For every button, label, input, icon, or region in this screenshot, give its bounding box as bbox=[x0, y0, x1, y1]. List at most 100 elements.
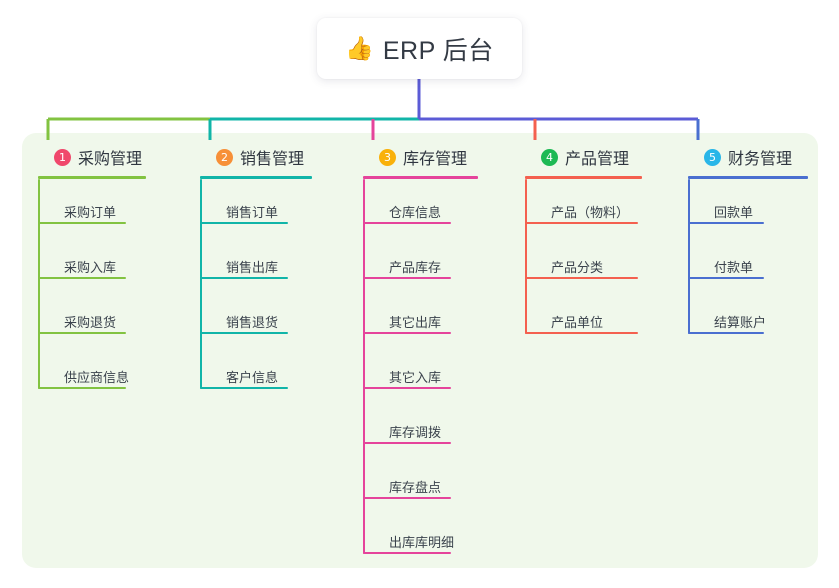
branch-item-label: 采购退货 bbox=[64, 315, 117, 330]
branch-item-underline bbox=[363, 552, 451, 554]
branch-header-underline bbox=[38, 176, 146, 179]
branch-item-underline bbox=[363, 332, 451, 334]
branch-item-label: 产品（物料） bbox=[551, 205, 630, 220]
branch-item-underline bbox=[363, 277, 451, 279]
branch-item[interactable]: 供应商信息 bbox=[38, 352, 129, 389]
branch-item-list: 产品（物料） 产品分类产品单位 bbox=[525, 179, 642, 344]
branch-number-badge: 5 bbox=[704, 148, 721, 166]
branch-title: 销售管理 bbox=[240, 151, 305, 168]
branch-number-badge: 4 bbox=[541, 148, 558, 166]
branch-item[interactable]: 销售出库 bbox=[200, 242, 288, 279]
root-node-content: 👍 ERP 后台 bbox=[345, 31, 494, 67]
branch-spine bbox=[38, 179, 40, 389]
branch-item[interactable]: 其它出库 bbox=[363, 297, 451, 334]
branch-column-1: 1 采购管理采购订单采购入库采购退货供应商信息 bbox=[38, 144, 146, 399]
branch-column-4: 4 产品管理产品（物料） 产品分类产品单位 bbox=[525, 144, 642, 344]
branch-header-1[interactable]: 1 采购管理 bbox=[38, 144, 146, 170]
branch-item-label: 结算账户 bbox=[714, 315, 767, 330]
branch-item[interactable]: 客户信息 bbox=[200, 352, 288, 389]
branch-spine bbox=[688, 179, 690, 334]
branch-number-badge: 3 bbox=[379, 148, 396, 166]
branch-item-underline bbox=[200, 277, 288, 279]
branch-item-underline bbox=[200, 222, 288, 224]
branch-item-underline bbox=[525, 332, 638, 334]
branch-header-underline bbox=[525, 176, 642, 179]
branch-item-label: 其它出库 bbox=[389, 315, 442, 330]
branch-item-underline bbox=[363, 442, 451, 444]
branch-item[interactable]: 其它入库 bbox=[363, 352, 451, 389]
branch-item-label: 供应商信息 bbox=[64, 370, 130, 385]
branch-item-label: 销售出库 bbox=[226, 260, 279, 275]
branch-item-underline bbox=[688, 277, 764, 279]
branch-item[interactable]: 销售退货 bbox=[200, 297, 288, 334]
branch-item[interactable]: 采购订单 bbox=[38, 187, 126, 224]
branch-item-label: 客户信息 bbox=[226, 370, 279, 385]
branch-item-list: 采购订单采购入库采购退货供应商信息 bbox=[38, 179, 146, 399]
branch-item[interactable]: 出库库明细 bbox=[363, 517, 454, 554]
branch-number-badge: 2 bbox=[216, 148, 233, 166]
branch-item[interactable]: 销售订单 bbox=[200, 187, 288, 224]
branch-item-label: 采购订单 bbox=[64, 205, 117, 220]
branch-item-underline bbox=[363, 387, 451, 389]
branch-item-label: 库存调拨 bbox=[389, 425, 442, 440]
branch-item[interactable]: 产品库存 bbox=[363, 242, 451, 279]
branch-column-2: 2 销售管理销售订单销售出库销售退货客户信息 bbox=[200, 144, 312, 399]
branch-header-4[interactable]: 4 产品管理 bbox=[525, 144, 642, 170]
branch-spine bbox=[525, 179, 527, 334]
branch-title: 采购管理 bbox=[78, 151, 143, 168]
branch-item-underline bbox=[688, 332, 764, 334]
branch-item-label: 产品库存 bbox=[389, 260, 442, 275]
branch-item[interactable]: 采购入库 bbox=[38, 242, 126, 279]
branch-item[interactable]: 产品单位 bbox=[525, 297, 638, 334]
branch-item-list: 回款单付款单结算账户 bbox=[688, 179, 808, 344]
root-node[interactable]: 👍 ERP 后台 bbox=[317, 18, 522, 79]
branch-item-underline bbox=[38, 332, 126, 334]
branch-item[interactable]: 回款单 bbox=[688, 187, 764, 224]
branch-item-underline bbox=[200, 387, 288, 389]
branch-item[interactable]: 采购退货 bbox=[38, 297, 126, 334]
branch-item-underline bbox=[38, 387, 126, 389]
branch-item-underline bbox=[38, 277, 126, 279]
branch-item-underline bbox=[525, 277, 638, 279]
branch-item-label: 其它入库 bbox=[389, 370, 442, 385]
branch-item-label: 产品单位 bbox=[551, 315, 604, 330]
branch-item-underline bbox=[525, 222, 638, 224]
branch-column-3: 3 库存管理仓库信息产品库存其它出库其它入库库存调拨库存盘点出库库明细 bbox=[363, 144, 478, 564]
branch-item-label: 仓库信息 bbox=[389, 205, 442, 220]
branch-header-3[interactable]: 3 库存管理 bbox=[363, 144, 478, 170]
root-node-title: ERP 后台 bbox=[382, 36, 494, 65]
branch-title: 产品管理 bbox=[565, 151, 630, 168]
branch-item-label: 采购入库 bbox=[64, 260, 117, 275]
branch-item-underline bbox=[38, 222, 126, 224]
branch-header-2[interactable]: 2 销售管理 bbox=[200, 144, 312, 170]
branch-item-underline bbox=[688, 222, 764, 224]
branch-title: 库存管理 bbox=[403, 151, 468, 168]
branches-panel bbox=[22, 133, 818, 568]
branch-item[interactable]: 付款单 bbox=[688, 242, 764, 279]
branch-item-label: 销售订单 bbox=[226, 205, 279, 220]
branch-item-label: 付款单 bbox=[714, 260, 754, 275]
branch-item[interactable]: 产品（物料） bbox=[525, 187, 638, 224]
branch-item[interactable]: 产品分类 bbox=[525, 242, 638, 279]
branch-header-underline bbox=[363, 176, 478, 179]
branch-spine bbox=[363, 179, 365, 554]
branch-item[interactable]: 结算账户 bbox=[688, 297, 766, 334]
branch-item-label: 销售退货 bbox=[226, 315, 279, 330]
branch-header-underline bbox=[200, 176, 312, 179]
branch-item-label: 库存盘点 bbox=[389, 480, 442, 495]
branch-spine bbox=[200, 179, 202, 389]
branch-item-underline bbox=[363, 497, 451, 499]
branch-item-list: 仓库信息产品库存其它出库其它入库库存调拨库存盘点出库库明细 bbox=[363, 179, 478, 564]
branch-item[interactable]: 库存调拨 bbox=[363, 407, 451, 444]
branch-item-underline bbox=[200, 332, 288, 334]
thumbs-up-icon: 👍 bbox=[345, 35, 374, 61]
branch-item-label: 回款单 bbox=[714, 205, 754, 220]
branch-item[interactable]: 库存盘点 bbox=[363, 462, 451, 499]
branch-item[interactable]: 仓库信息 bbox=[363, 187, 451, 224]
branch-item-list: 销售订单销售出库销售退货客户信息 bbox=[200, 179, 312, 399]
branch-item-label: 产品分类 bbox=[551, 260, 604, 275]
branch-number-badge: 1 bbox=[54, 148, 71, 166]
branch-item-underline bbox=[363, 222, 451, 224]
